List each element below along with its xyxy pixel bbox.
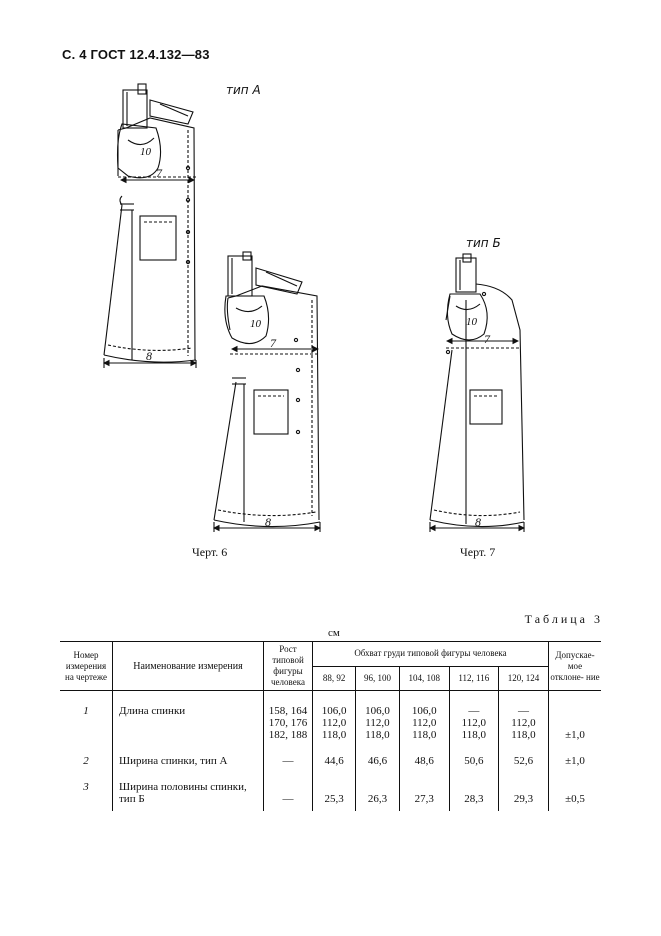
type-b-label: тип Б (466, 236, 501, 250)
row-height: 182, 188 (263, 729, 313, 741)
dimension-7-a2: 7 (270, 336, 276, 350)
cell-value: 28,3 (448, 781, 499, 811)
dimension-8-a2: 8 (265, 515, 271, 529)
cell-value: 112,0 (497, 717, 549, 729)
cell-value: 106,0 (311, 705, 356, 717)
table-row: 2 Ширина спинки, тип А — 44,6 46,6 48,6 … (60, 755, 601, 767)
cell-value: 27,3 (398, 781, 450, 811)
cell-value: 118,0 (398, 729, 450, 741)
dimension-8-a: 8 (146, 349, 152, 363)
cell-value: 106,0 (355, 705, 400, 717)
cell-value: 118,0 (355, 729, 400, 741)
header-chest: Обхват груди типовой фигуры человека (312, 641, 549, 667)
row-tolerance: ±1,0 (548, 705, 601, 741)
technical-drawings (102, 83, 526, 532)
garment-drawing-type-a-upper (102, 83, 198, 368)
type-a-label: тип А (226, 83, 261, 97)
figure-caption-6: Черт. 6 (192, 545, 228, 559)
row-height: 158, 164 (263, 705, 313, 717)
header-chest-size: 120, 124 (497, 665, 549, 691)
cell-value: — (497, 705, 549, 717)
cell-value: 29,3 (497, 781, 549, 811)
dimension-7-b: 7 (484, 332, 490, 346)
row-number: 1 (83, 705, 89, 717)
measurements-table: Номер измерения на чертеже Наименование … (60, 641, 601, 811)
header-number: Номер измерения на чертеже (60, 641, 113, 691)
cell-value: 48,6 (398, 755, 450, 767)
header-chest-size: 112, 116 (448, 665, 499, 691)
row-number: 3 (83, 781, 89, 793)
dimension-10-a: 10 (140, 146, 151, 158)
cell-value: 46,6 (355, 755, 400, 767)
row-number: 2 (83, 755, 89, 767)
dimension-7-a: 7 (156, 166, 162, 180)
cell-value: 112,0 (355, 717, 400, 729)
header-tolerance: Допускае- мое отклоне- ние (548, 641, 601, 691)
header-height: Рост типовой фигуры человека (263, 641, 313, 691)
cell-value: 112,0 (448, 717, 499, 729)
cell-value: 118,0 (448, 729, 499, 741)
cell-value: 106,0 (398, 705, 450, 717)
table-row: 170, 176 112,0 112,0 112,0 112,0 112,0 (60, 717, 601, 729)
cell-value: 52,6 (497, 755, 549, 767)
row-tolerance: ±1,0 (548, 755, 601, 767)
cell-value: 44,6 (311, 755, 356, 767)
dimension-10-a2: 10 (250, 318, 261, 330)
header-name: Наименование измерения (112, 641, 264, 691)
garment-drawing-type-a-lower (212, 251, 322, 532)
row-tolerance: ±0,5 (548, 781, 601, 811)
cell-value: 112,0 (398, 717, 450, 729)
row-height: — (263, 781, 313, 811)
cell-value: 118,0 (311, 729, 356, 741)
garment-drawing-type-b (428, 253, 526, 532)
header-chest-size: 104, 108 (398, 665, 450, 691)
row-name: Ширина спинки, тип А (112, 755, 264, 767)
cell-value: 118,0 (497, 729, 549, 741)
cell-value: 26,3 (355, 781, 400, 811)
row-name: Ширина половины спинки, тип Б (112, 781, 264, 811)
header-chest-size: 88, 92 (311, 665, 356, 691)
table-row: 3 Ширина половины спинки, тип Б — 25,3 2… (60, 781, 601, 811)
cell-value: 50,6 (448, 755, 499, 767)
table-unit: см (328, 627, 340, 639)
header-chest-size: 96, 100 (355, 665, 400, 691)
table-title: Таблица 3 (524, 612, 603, 626)
page-header: С. 4 ГОСТ 12.4.132—83 (62, 47, 210, 62)
cell-value: 112,0 (311, 717, 356, 729)
table-row: 182, 188 118,0 118,0 118,0 118,0 118,0 (60, 729, 601, 741)
row-height: 170, 176 (263, 717, 313, 729)
row-height: — (263, 755, 313, 767)
cell-value: — (448, 705, 499, 717)
cell-value: 25,3 (311, 781, 356, 811)
row-name: Длина спинки (112, 705, 264, 717)
figure-caption-7: Черт. 7 (460, 545, 496, 559)
dimension-10-b: 10 (466, 316, 477, 328)
table-row: 1 Длина спинки 158, 164 106,0 106,0 106,… (60, 705, 601, 741)
dimension-8-b: 8 (475, 515, 481, 529)
